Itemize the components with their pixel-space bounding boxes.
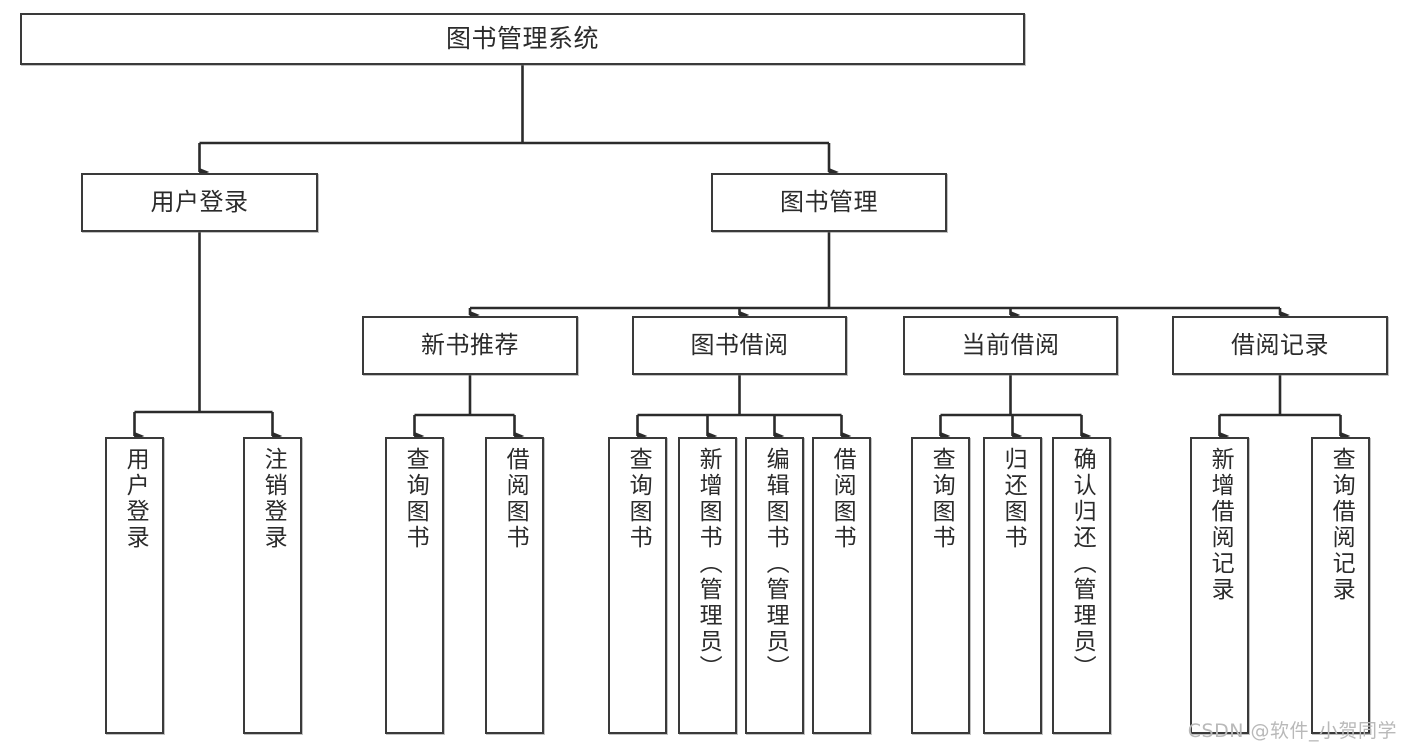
node-label-leaf-borrow-book-bb: 借阅图书: [829, 447, 856, 551]
node-label-borrow-record: 借阅记录: [1231, 331, 1329, 360]
node-label-new-book-rec: 新书推荐: [421, 331, 519, 360]
node-book-manage[interactable]: 图书管理: [711, 173, 947, 232]
node-user-login[interactable]: 用户登录: [81, 173, 318, 232]
node-label-book-borrow: 图书借阅: [690, 331, 789, 360]
node-book-borrow[interactable]: 图书借阅: [632, 316, 847, 375]
node-label-leaf-borrow-book-rec: 借阅图书: [502, 447, 529, 551]
node-leaf-query-book-bb[interactable]: 查询图书: [608, 437, 667, 734]
node-borrow-record[interactable]: 借阅记录: [1172, 316, 1388, 375]
node-leaf-user-login[interactable]: 用户登录: [105, 437, 164, 734]
node-label-leaf-logout: 注销登录: [260, 447, 287, 551]
node-leaf-query-book-rec[interactable]: 查询图书: [385, 437, 444, 734]
node-label-book-manage: 图书管理: [780, 188, 878, 217]
node-label-user-login: 用户登录: [150, 188, 249, 217]
node-leaf-edit-book[interactable]: 编辑图书（管理员）: [745, 437, 804, 734]
node-label-leaf-query-book-bb: 查询图书: [625, 447, 652, 551]
node-label-leaf-confirm-return: 确认归还（管理员）: [1069, 447, 1096, 681]
node-leaf-query-record[interactable]: 查询借阅记录: [1311, 437, 1370, 734]
node-label-leaf-add-book: 新增图书（管理员）: [695, 447, 722, 681]
node-label-current-borrow: 当前借阅: [961, 331, 1060, 360]
node-leaf-add-book[interactable]: 新增图书（管理员）: [678, 437, 737, 734]
node-leaf-query-book-cb[interactable]: 查询图书: [911, 437, 970, 734]
node-new-book-rec[interactable]: 新书推荐: [362, 316, 578, 375]
node-label-leaf-edit-book: 编辑图书（管理员）: [762, 447, 789, 681]
node-leaf-logout[interactable]: 注销登录: [243, 437, 302, 734]
node-leaf-return-book[interactable]: 归还图书: [983, 437, 1042, 734]
node-label-leaf-return-book: 归还图书: [1000, 447, 1027, 551]
node-leaf-borrow-book-bb[interactable]: 借阅图书: [812, 437, 871, 734]
node-leaf-borrow-book-rec[interactable]: 借阅图书: [485, 437, 544, 734]
node-label-leaf-query-record: 查询借阅记录: [1328, 447, 1355, 603]
node-root[interactable]: 图书管理系统: [20, 13, 1025, 65]
node-label-root: 图书管理系统: [445, 24, 599, 54]
node-current-borrow[interactable]: 当前借阅: [903, 316, 1118, 375]
node-leaf-confirm-return[interactable]: 确认归还（管理员）: [1052, 437, 1111, 734]
node-label-leaf-user-login: 用户登录: [122, 447, 149, 551]
node-label-leaf-query-book-cb: 查询图书: [928, 447, 955, 551]
node-label-leaf-add-record: 新增借阅记录: [1207, 447, 1234, 603]
node-label-leaf-query-book-rec: 查询图书: [402, 447, 429, 551]
node-leaf-add-record[interactable]: 新增借阅记录: [1190, 437, 1249, 734]
